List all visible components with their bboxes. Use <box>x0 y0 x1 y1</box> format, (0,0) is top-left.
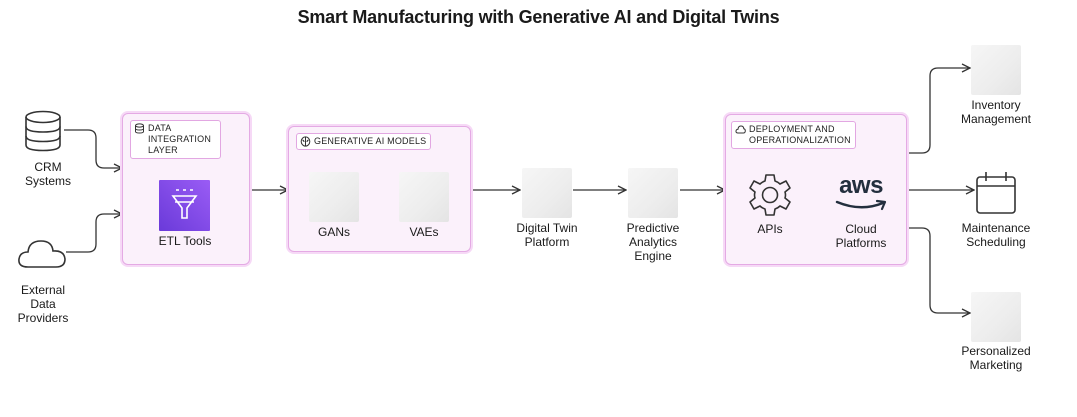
vaes-icon[interactable] <box>399 172 449 222</box>
calendar-icon[interactable] <box>975 171 1017 215</box>
predictive-analytics-engine-label: Predictive Analytics Engine <box>626 221 680 263</box>
vaes-label: VAEs <box>409 225 439 239</box>
deployment-operationalization-title: DEPLOYMENT AND OPERATIONALIZATION <box>749 124 851 145</box>
generative-ai-models-header: GENERATIVE AI MODELS <box>296 133 432 150</box>
database-icon <box>135 123 144 134</box>
cloud-platforms-label: Cloud Platforms <box>835 222 887 250</box>
etl-glyph <box>171 189 198 219</box>
gans-icon[interactable] <box>309 172 359 222</box>
external-data-providers-label: External Data Providers <box>17 283 69 325</box>
etl-tools-label: ETL Tools <box>158 234 212 248</box>
aws-logo-icon[interactable]: aws <box>833 173 889 215</box>
personalized-marketing-icon[interactable] <box>971 292 1021 342</box>
database-icon <box>25 110 61 152</box>
edge-deployment-to-inventory <box>906 68 970 154</box>
crm-systems-node[interactable] <box>18 110 68 190</box>
edge-deployment-to-marketing <box>906 227 970 313</box>
data-integration-layer-header: DATA INTEGRATION LAYER <box>130 120 221 159</box>
gans-label: GANs <box>317 225 350 239</box>
personalized-marketing-label: Personalized Marketing <box>961 344 1031 372</box>
digital-twin-platform-icon[interactable] <box>522 168 572 218</box>
aws-smile-icon <box>835 199 887 211</box>
cloud-icon[interactable] <box>16 236 68 270</box>
predictive-analytics-engine-icon[interactable] <box>628 168 678 218</box>
apis-label: APIs <box>757 222 783 236</box>
generative-ai-models-title: GENERATIVE AI MODELS <box>314 136 427 146</box>
aws-logo-text: aws <box>839 172 883 199</box>
crm-systems-label: CRM Systems <box>24 160 71 188</box>
inventory-management-label: Inventory Management <box>960 98 1032 126</box>
digital-twin-platform-label: Digital Twin Platform <box>516 221 578 249</box>
brain-icon <box>300 136 311 147</box>
aws-glue-icon[interactable] <box>159 180 210 231</box>
data-integration-layer-title: DATA INTEGRATION LAYER <box>148 123 212 155</box>
cloud-icon <box>735 125 746 134</box>
diagram-title: Smart Manufacturing with Generative AI a… <box>297 7 780 27</box>
edge-crm-to-integration <box>64 129 122 168</box>
deployment-operationalization-header: DEPLOYMENT AND OPERATIONALIZATION <box>731 121 856 149</box>
inventory-management-icon[interactable] <box>971 45 1021 95</box>
maintenance-scheduling-label: Maintenance Scheduling <box>961 221 1031 249</box>
edge-external-to-integration <box>66 214 122 253</box>
gear-icon[interactable] <box>746 171 794 219</box>
